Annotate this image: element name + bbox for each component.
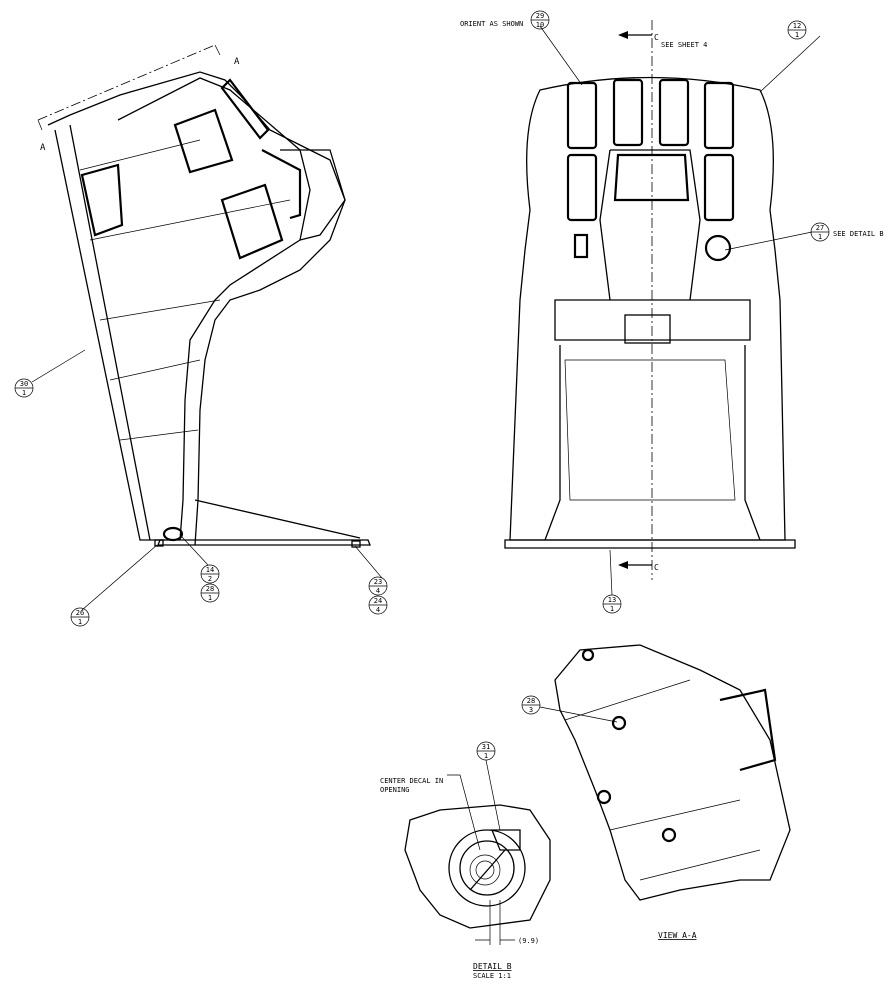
balloon-31-1: 311: [476, 741, 496, 761]
balloon-24-4: 244: [368, 595, 388, 615]
svg-text:4: 4: [376, 606, 380, 614]
svg-text:28: 28: [206, 585, 214, 593]
svg-text:3: 3: [529, 706, 533, 714]
balloon-23-4: 234: [368, 576, 388, 596]
center-decal-note-1: CENTER DECAL IN: [380, 777, 443, 785]
svg-text:14: 14: [206, 566, 214, 574]
view-aa-title: VIEW A-A: [658, 931, 697, 940]
balloon-30-1: 301: [14, 378, 34, 398]
view-a-label-left: A: [40, 143, 46, 153]
svg-text:12: 12: [793, 22, 801, 30]
svg-text:30: 30: [20, 380, 28, 388]
balloon-14-2: 142: [200, 564, 220, 584]
svg-text:1: 1: [484, 752, 488, 760]
view-a-label-right: A: [234, 57, 240, 67]
svg-text:4: 4: [376, 587, 380, 595]
svg-text:1: 1: [22, 389, 26, 397]
svg-text:31: 31: [482, 743, 490, 751]
balloon-13-1: 131: [602, 594, 622, 614]
svg-text:10: 10: [536, 21, 544, 29]
orient-note: ORIENT AS SHOWN: [460, 20, 523, 28]
front-view: [504, 20, 796, 580]
view-aa: [554, 644, 791, 901]
svg-text:1: 1: [610, 605, 614, 613]
svg-text:27: 27: [816, 224, 824, 232]
svg-text:23: 23: [374, 578, 382, 586]
svg-text:1: 1: [818, 233, 822, 241]
balloon-12-1: 121: [787, 20, 807, 40]
side-view: [37, 44, 371, 548]
balloon-28-1: 281: [200, 583, 220, 603]
see-detail-note: SEE DETAIL B: [833, 230, 884, 238]
balloon-28-3: 283: [521, 695, 541, 715]
center-decal-note-2: OPENING: [380, 786, 410, 794]
see-sheet-note: SEE SHEET 4: [661, 41, 707, 49]
balloon-27-1: 271: [810, 222, 830, 242]
svg-text:28: 28: [527, 697, 535, 705]
svg-text:1: 1: [78, 618, 82, 626]
balloon-26-1: 261: [70, 607, 90, 627]
detail-b-title: DETAIL B: [473, 962, 512, 971]
detail-b: [404, 774, 551, 945]
section-c-bottom: C: [654, 563, 659, 572]
section-c-top: C: [654, 33, 659, 42]
svg-text:1: 1: [208, 594, 212, 602]
svg-text:1: 1: [795, 31, 799, 39]
detail-b-scale: SCALE 1:1: [473, 972, 511, 980]
svg-text:2: 2: [208, 575, 212, 583]
dimension-label: (9.9): [518, 937, 539, 945]
svg-text:26: 26: [76, 609, 84, 617]
svg-text:24: 24: [374, 597, 382, 605]
svg-text:13: 13: [608, 596, 616, 604]
leader-lines: [31, 25, 821, 831]
svg-text:29: 29: [536, 12, 544, 20]
